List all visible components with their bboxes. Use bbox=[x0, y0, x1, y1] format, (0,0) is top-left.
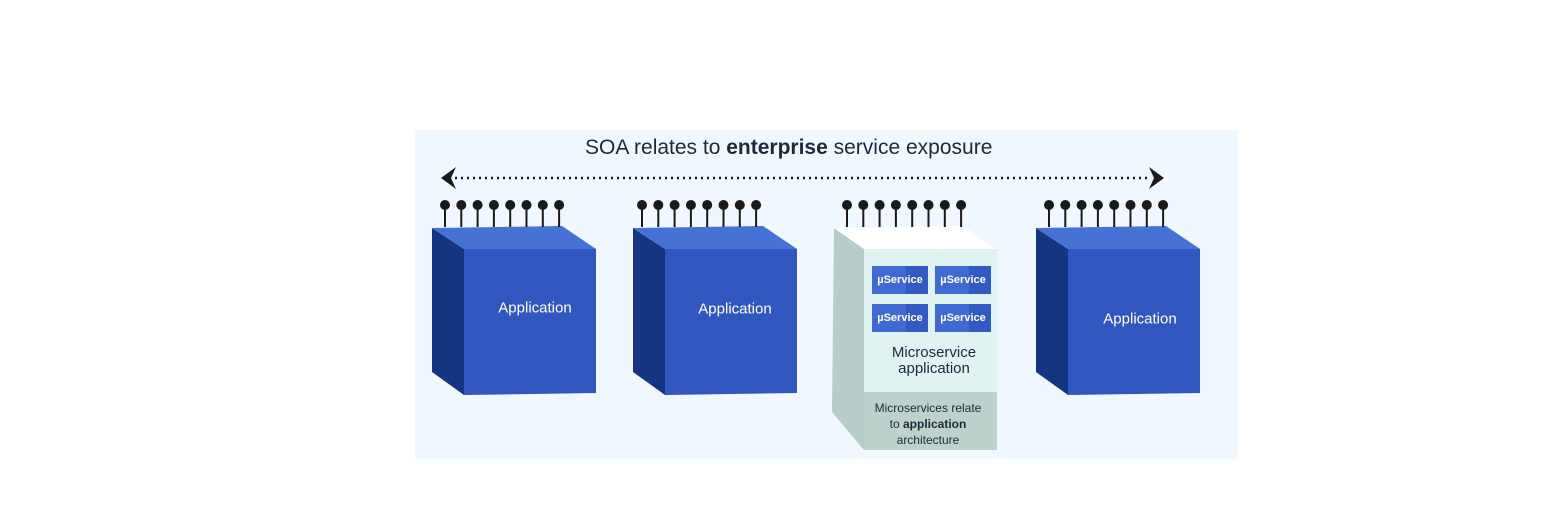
pin-head-icon bbox=[890, 200, 901, 210]
microservice-application-label: Microservice application bbox=[892, 345, 976, 377]
cube-side bbox=[432, 228, 464, 395]
pin-head-icon bbox=[923, 200, 934, 210]
pin-head-icon bbox=[1158, 200, 1169, 210]
application-label-3: Application bbox=[1103, 310, 1177, 328]
pin-head-icon bbox=[874, 200, 885, 210]
application-block-2 bbox=[633, 226, 797, 395]
diagram-title: SOA relates to enterprise service exposu… bbox=[585, 136, 992, 160]
title-text-end: service exposure bbox=[827, 136, 993, 159]
microservice-label-line-1: Microservice bbox=[891, 344, 977, 361]
note-line-2-prefix: to bbox=[889, 417, 903, 431]
microservice-box-3: µService bbox=[872, 304, 928, 332]
title-emphasis: enterprise bbox=[726, 136, 828, 159]
pin-head-icon bbox=[858, 200, 869, 210]
pin-head-icon bbox=[472, 200, 483, 210]
microservice-box-label: µService bbox=[877, 312, 923, 324]
pin-head-icon bbox=[734, 200, 745, 210]
pin-head-icon bbox=[1060, 200, 1071, 210]
application-block-3 bbox=[1036, 226, 1200, 395]
title-text: SOA relates to bbox=[585, 136, 727, 159]
cube-front bbox=[464, 249, 596, 395]
arrow-head-right bbox=[1149, 167, 1164, 189]
note-line-3: architecture bbox=[896, 433, 960, 447]
application-label-1: Application bbox=[498, 299, 572, 317]
pin-head-icon bbox=[702, 200, 713, 210]
note-line-1: Microservices relate bbox=[874, 401, 982, 415]
pin-head-icon bbox=[653, 200, 664, 210]
pin-head-icon bbox=[1141, 200, 1152, 210]
pin-head-icon bbox=[939, 200, 950, 210]
arrow-head-left bbox=[441, 167, 456, 189]
microservice-box-1: µService bbox=[872, 266, 928, 294]
note-line-2-emphasis: application bbox=[903, 417, 967, 431]
microservice-box-2: µService bbox=[935, 266, 991, 294]
pin-head-icon bbox=[1076, 200, 1087, 210]
micro-note-panel bbox=[864, 392, 997, 450]
cube-side bbox=[633, 228, 665, 395]
service-pins bbox=[440, 200, 1169, 227]
pin-head-icon bbox=[537, 200, 548, 210]
pin-head-icon bbox=[842, 200, 852, 210]
micro-side bbox=[832, 228, 864, 450]
pin-head-icon bbox=[685, 200, 696, 210]
pin-head-icon bbox=[907, 200, 918, 210]
cube-top bbox=[633, 226, 797, 249]
microservice-box-4: µService bbox=[935, 304, 991, 332]
pin-head-icon bbox=[1092, 200, 1103, 210]
microservice-note: Microservices relate to application arch… bbox=[858, 400, 998, 448]
microservice-label-line-2: application bbox=[898, 360, 970, 377]
pin-head-icon bbox=[505, 200, 516, 210]
cube-front bbox=[1068, 249, 1200, 395]
microservice-box-label: µService bbox=[877, 274, 923, 286]
cube-top bbox=[432, 226, 596, 249]
pin-head-icon bbox=[751, 200, 762, 210]
cube-top bbox=[1036, 226, 1200, 249]
pin-head-icon bbox=[1109, 200, 1120, 210]
soa-scope-arrow bbox=[441, 167, 1164, 189]
pin-head-icon bbox=[669, 200, 680, 210]
pin-head-icon bbox=[956, 200, 967, 210]
micro-top bbox=[834, 226, 996, 249]
pin-head-icon bbox=[521, 200, 532, 210]
pin-head-icon bbox=[1125, 200, 1136, 210]
pin-head-icon bbox=[718, 200, 729, 210]
microservice-box-label: µService bbox=[940, 274, 986, 286]
pin-head-icon bbox=[440, 200, 450, 210]
cube-front bbox=[665, 249, 797, 395]
pin-head-icon bbox=[637, 200, 647, 210]
pin-head-icon bbox=[456, 200, 467, 210]
pin-head-icon bbox=[488, 200, 499, 210]
pin-head-icon bbox=[1044, 200, 1054, 210]
application-block-1 bbox=[432, 226, 596, 395]
pin-head-icon bbox=[554, 200, 565, 210]
application-label-2: Application bbox=[698, 300, 772, 318]
microservice-box-label: µService bbox=[940, 312, 986, 324]
cube-side bbox=[1036, 228, 1068, 395]
note-line-2: to application bbox=[858, 416, 998, 432]
